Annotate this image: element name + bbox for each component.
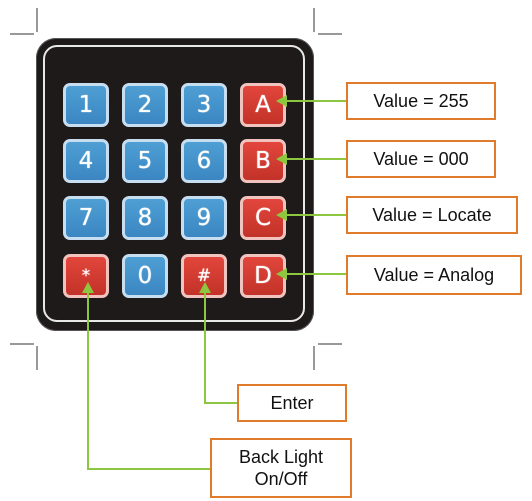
annotation-key-d-text: Value = Analog	[373, 264, 495, 285]
annotation-key-b-text: Value = 000	[373, 148, 469, 169]
arrow-head-hash	[199, 282, 211, 293]
key-7[interactable]: 7	[63, 196, 109, 240]
arrow-head-b	[276, 153, 287, 165]
key-8[interactable]: 8	[122, 196, 168, 240]
annotation-key-d: Value = Analog	[346, 255, 522, 295]
arrow-head-star	[82, 282, 94, 293]
annotation-key-a-text: Value = 255	[373, 90, 469, 111]
key-6[interactable]: 6	[181, 139, 227, 183]
corner-mark-top-right	[313, 8, 315, 32]
key-4[interactable]: 4	[63, 139, 109, 183]
key-0[interactable]: 0	[122, 254, 168, 298]
annotation-key-a: Value = 255	[346, 82, 496, 120]
corner-mark-top-left	[10, 33, 34, 35]
corner-mark-bottom-right	[313, 346, 315, 370]
corner-mark-top-left	[36, 8, 38, 32]
key-1[interactable]: 1	[63, 83, 109, 127]
key-c[interactable]: C	[240, 196, 286, 240]
corner-mark-bottom-left	[36, 346, 38, 370]
annotation-key-hash-text: Enter	[270, 392, 314, 413]
annotation-key-b: Value = 000	[346, 140, 496, 178]
key-a[interactable]: A	[240, 83, 286, 127]
key-3[interactable]: 3	[181, 83, 227, 127]
key-2[interactable]: 2	[122, 83, 168, 127]
corner-mark-bottom-right	[318, 343, 342, 345]
corner-mark-top-right	[318, 33, 342, 35]
annotation-key-c: Value = Locate	[346, 196, 518, 234]
arrow-head-a	[276, 95, 287, 107]
key-5[interactable]: 5	[122, 139, 168, 183]
arrow-line-hash	[204, 287, 237, 404]
annotation-key-hash: Enter	[237, 384, 347, 422]
corner-mark-bottom-left	[10, 343, 34, 345]
key-9[interactable]: 9	[181, 196, 227, 240]
annotation-key-star-text: Back Light On/Off	[238, 446, 324, 490]
arrow-line-star	[87, 287, 210, 470]
arrow-head-d	[276, 268, 287, 280]
annotation-key-star: Back Light On/Off	[210, 438, 352, 498]
key-b[interactable]: B	[240, 139, 286, 183]
arrow-head-c	[276, 209, 287, 221]
annotation-key-c-text: Value = Locate	[372, 204, 492, 225]
keypad-bezel	[43, 45, 305, 322]
